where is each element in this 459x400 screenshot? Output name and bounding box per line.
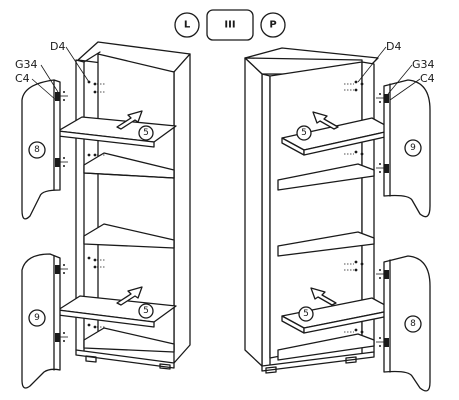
right-door-lower-number: 8: [410, 319, 416, 329]
left-shelf-lower-number: 5: [143, 306, 149, 316]
left-label-g34: G34: [15, 58, 38, 71]
left-shelf-lower: 5: [57, 286, 177, 328]
left-shelf-upper: 5: [57, 110, 177, 148]
right-door-upper-number: 9: [410, 143, 416, 153]
left-label-c4: C4: [15, 72, 30, 85]
right-cabinet: 5 5 9: [244, 40, 435, 392]
center-step-box: [206, 9, 254, 41]
left-door-upper-number: 8: [34, 145, 40, 155]
right-label-d4: D4: [386, 40, 401, 53]
left-label-d4: D4: [50, 40, 65, 53]
right-door-upper: 9: [376, 79, 431, 218]
left-hardware-labels: D4 G34 C4: [15, 40, 90, 101]
right-orientation-circle: [260, 12, 286, 38]
left-cabinet: 5 5 8: [15, 40, 191, 389]
right-shelf-lower: 5: [281, 287, 395, 334]
right-hardware-labels: D4 G34 C4: [357, 40, 435, 101]
left-door-lower-number: 9: [34, 313, 40, 323]
right-shelf-pins: [344, 80, 364, 334]
right-door-lower: 8: [376, 255, 431, 392]
left-orientation-circle: [174, 12, 200, 38]
left-door-lower: 9: [21, 253, 68, 389]
left-door-upper: 8: [21, 79, 68, 220]
center-step-label: III: [224, 20, 235, 31]
right-shelf-upper-number: 5: [301, 128, 307, 138]
right-shelf-lower-number: 5: [303, 309, 309, 319]
left-orientation-label: L: [184, 20, 191, 31]
right-label-c4: C4: [420, 72, 435, 85]
right-orientation-label: P: [269, 20, 276, 31]
header: L III P: [174, 9, 286, 41]
left-shelf-upper-number: 5: [143, 128, 149, 138]
right-label-g34: G34: [412, 58, 435, 71]
